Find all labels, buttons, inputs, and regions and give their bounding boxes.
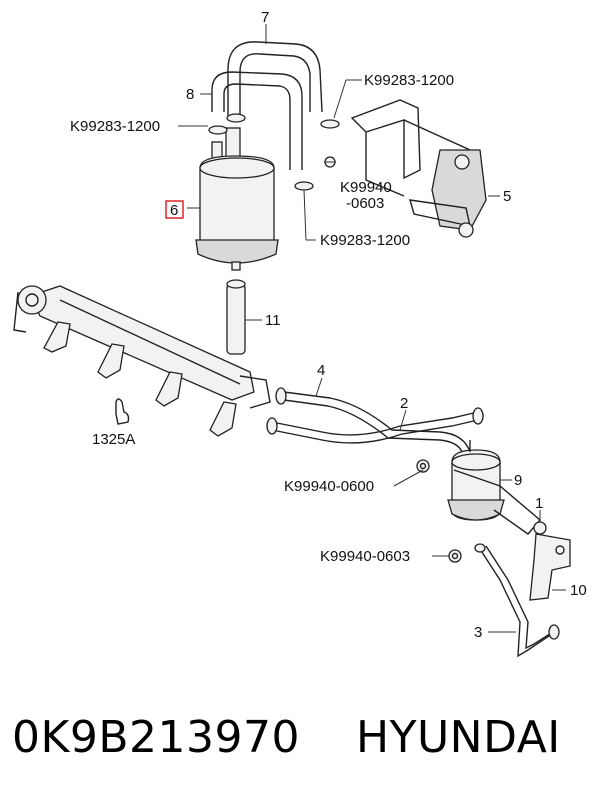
part-number: 0K9B213970 — [12, 712, 300, 763]
parts-diagram: 7 8 6 5 11 4 2 9 1 10 3 1325A K99283-120… — [13, 9, 587, 658]
callout-labels: 7 8 6 5 11 4 2 9 1 10 3 1325A K99283-120… — [70, 9, 587, 641]
clamp-label-lower: K99283-1200 — [320, 232, 410, 249]
callout-10: 10 — [570, 582, 587, 599]
nut-label-filter-2: K99940-0603 — [320, 548, 410, 565]
footer: 0K9B213970 HYUNDAI — [0, 712, 600, 792]
fuel-filter-9 — [447, 440, 541, 535]
hose-11 — [226, 279, 246, 355]
fuel-rail — [13, 285, 271, 437]
callout-9: 9 — [514, 472, 522, 489]
callout-6-box — [165, 200, 184, 219]
leader-lines — [178, 24, 566, 633]
fuel-line-3 — [474, 543, 560, 658]
clamp-label-upper-right: K99283-1200 — [364, 72, 454, 89]
callout-1325a: 1325A — [92, 431, 135, 448]
callout-1: 1 — [535, 495, 543, 512]
callout-3: 3 — [474, 624, 482, 641]
nut-group — [416, 459, 462, 563]
nut-label-bracket-line1: K99940 — [340, 179, 392, 196]
nut-label-bracket-line2: -0603 — [346, 195, 384, 212]
callout-7: 7 — [261, 9, 269, 26]
bracket-10 — [529, 521, 571, 601]
callout-11: 11 — [265, 312, 281, 329]
nut-label-filter-1: K99940-0600 — [284, 478, 374, 495]
clamp-label-upper-left: K99283-1200 — [70, 118, 160, 135]
brand-name: HYUNDAI — [356, 712, 561, 763]
icon-1325a — [115, 398, 130, 425]
hose-7-8 — [211, 41, 323, 170]
canister-6 — [195, 127, 279, 271]
fuel-lines — [266, 387, 484, 453]
bracket-5 — [324, 99, 487, 238]
callout-5: 5 — [503, 188, 511, 205]
callout-2: 2 — [400, 395, 408, 412]
callout-8: 8 — [186, 86, 194, 103]
callout-4: 4 — [317, 362, 325, 379]
clamp-group — [208, 113, 340, 191]
callout-6: 6 — [170, 202, 178, 219]
